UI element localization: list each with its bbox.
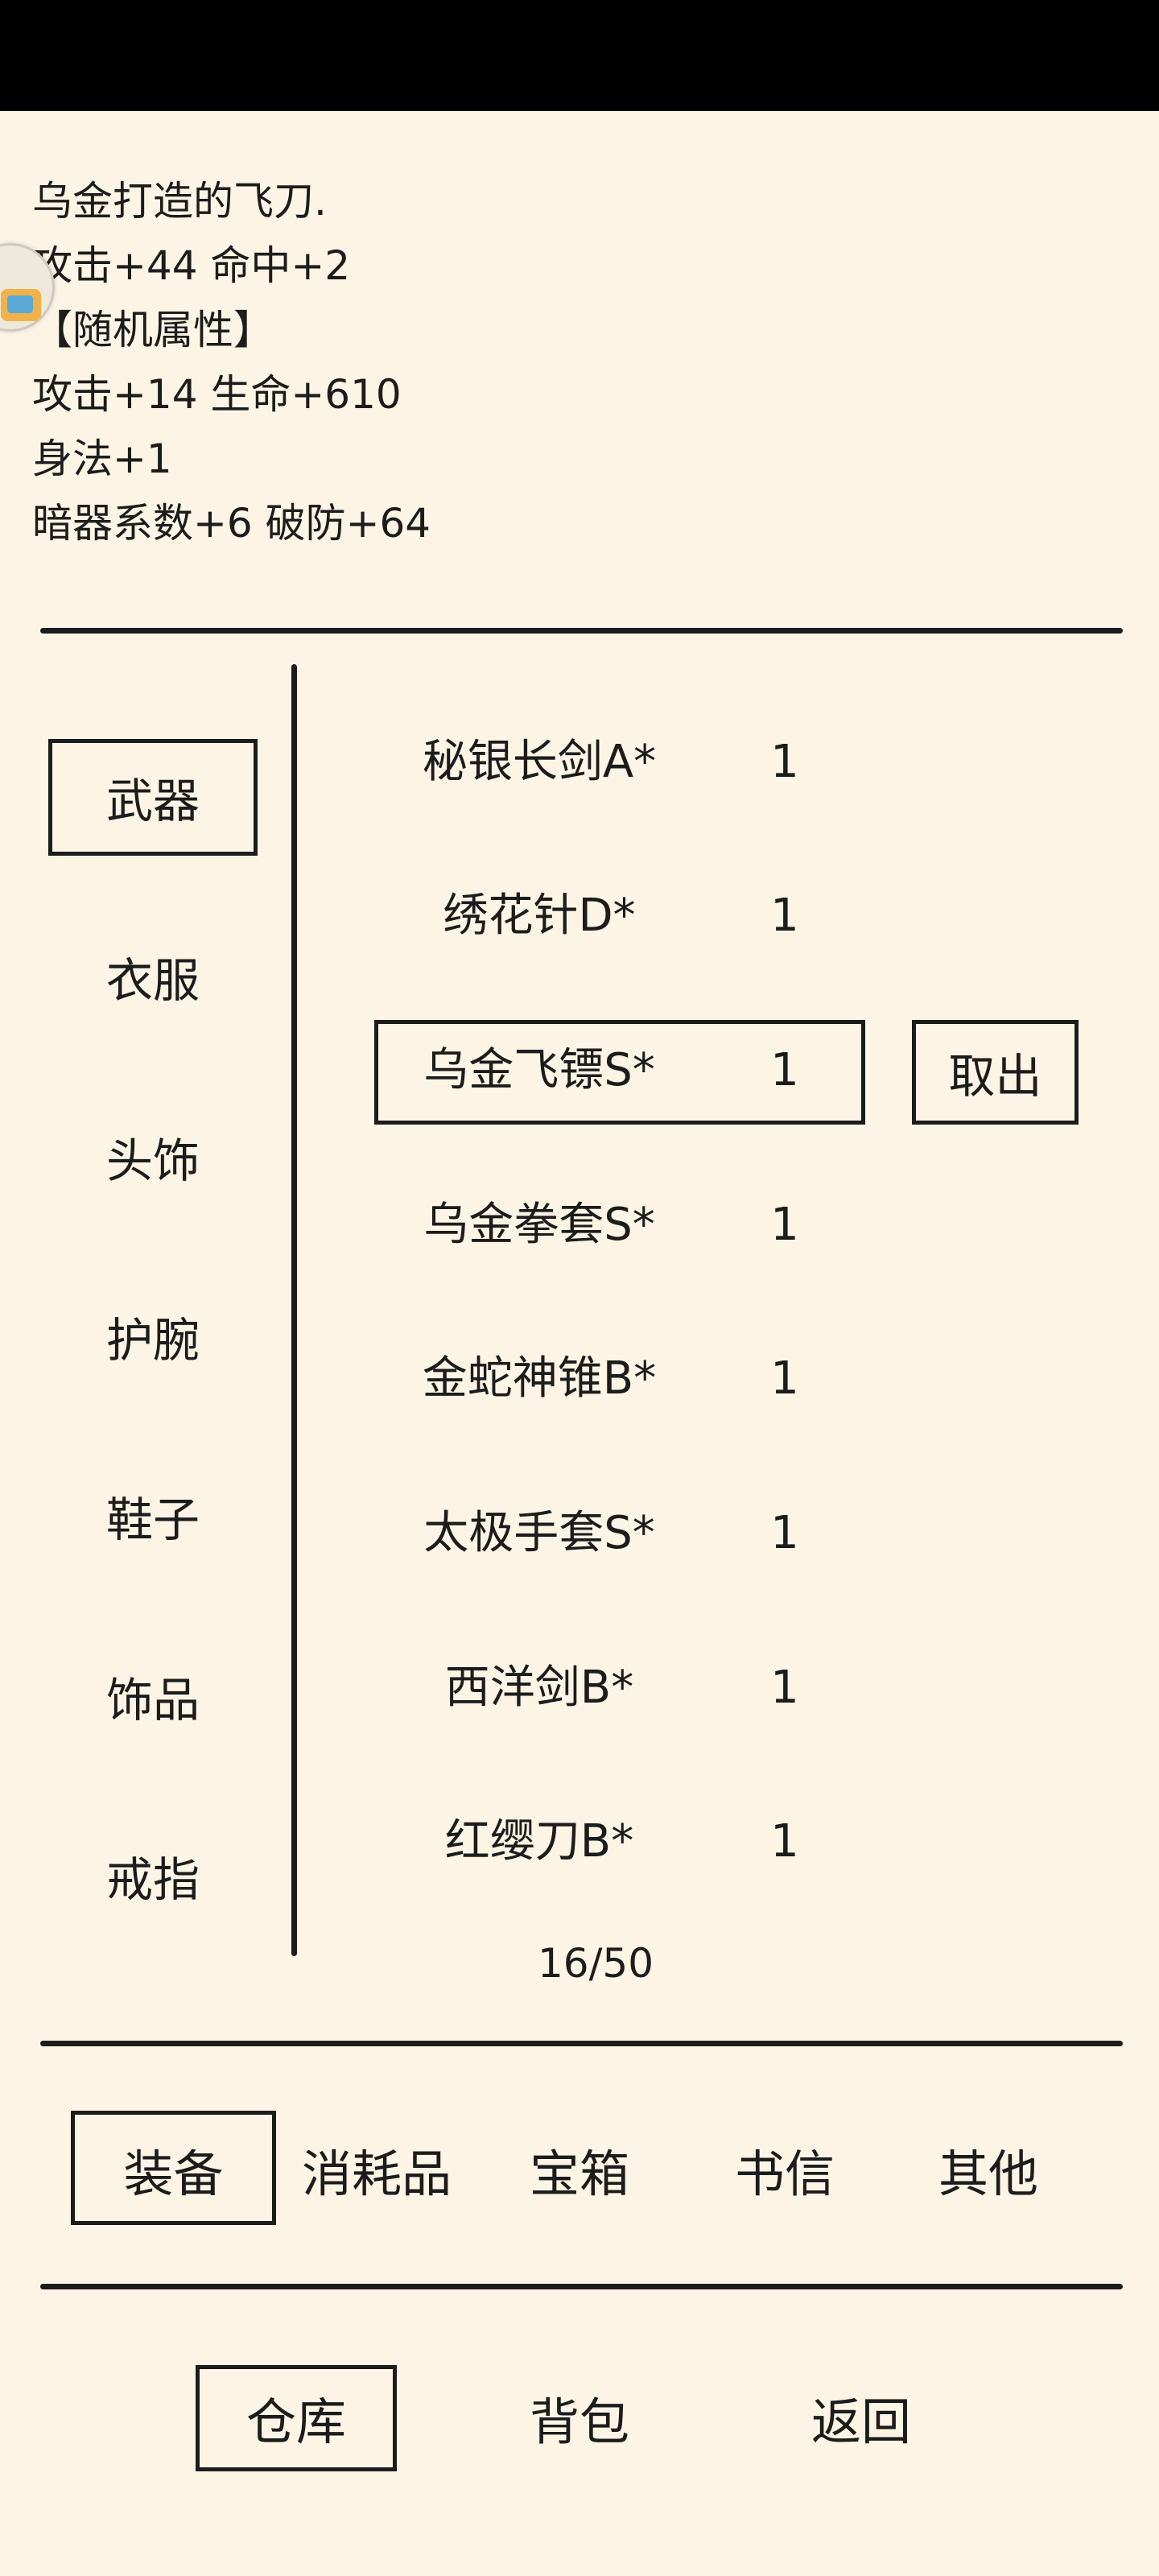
- bottom-nav-selected-frame: [196, 2365, 397, 2471]
- description-line: 身法+1: [32, 436, 172, 482]
- list-item[interactable]: 西洋剑B* 1: [374, 1636, 865, 1740]
- divider-vertical: [291, 664, 297, 1956]
- item-name: 红缨刀B*: [444, 1815, 634, 1868]
- category-weapon[interactable]: 武器: [105, 774, 200, 828]
- item-name: 金蛇神锥B*: [422, 1352, 657, 1405]
- item-quantity: 1: [770, 1662, 799, 1714]
- item-name: 太极手套S*: [423, 1507, 655, 1559]
- tab-chests[interactable]: 宝箱: [529, 2145, 629, 2203]
- category-accessory[interactable]: 饰品: [105, 1673, 200, 1728]
- item-description: 乌金打造的飞刀. 攻击+44 命中+2 【随机属性】 攻击+14 生命+610 …: [32, 169, 431, 555]
- type-tab-selected-frame: [71, 2111, 276, 2225]
- description-line: 攻击+14 生命+610: [32, 371, 402, 418]
- item-name: 秘银长剑A*: [422, 736, 657, 788]
- item-quantity: 1: [770, 1044, 799, 1096]
- take-out-button[interactable]: 取出: [948, 1049, 1042, 1104]
- list-item[interactable]: 金蛇神锥B* 1: [374, 1327, 865, 1431]
- category-selected-frame: [48, 739, 258, 856]
- status-bar: [0, 0, 1159, 111]
- tab-equipment[interactable]: 装备: [123, 2145, 224, 2203]
- item-quantity: 1: [770, 1815, 799, 1868]
- page-count: 16/50: [537, 1940, 654, 1987]
- app-icon: [1, 289, 41, 321]
- item-quantity: 1: [770, 1352, 799, 1405]
- tab-other[interactable]: 其他: [938, 2145, 1038, 2203]
- item-quantity: 1: [770, 1507, 799, 1559]
- divider-middle: [40, 2041, 1123, 2046]
- category-headwear[interactable]: 头饰: [105, 1133, 200, 1188]
- list-item[interactable]: 绣花针D* 1: [374, 864, 865, 968]
- tab-consumables[interactable]: 消耗品: [301, 2145, 452, 2203]
- list-item[interactable]: 红缨刀B* 1: [374, 1790, 865, 1894]
- item-quantity: 1: [770, 736, 799, 788]
- item-name: 绣花针D*: [443, 890, 636, 942]
- list-item[interactable]: 太极手套S* 1: [374, 1481, 865, 1586]
- list-item[interactable]: 秘银长剑A* 1: [374, 710, 865, 815]
- category-bracer[interactable]: 护腕: [105, 1313, 200, 1368]
- item-selected-frame: [374, 1020, 865, 1125]
- divider-bottom: [40, 2284, 1123, 2289]
- tab-letters[interactable]: 书信: [734, 2145, 835, 2203]
- description-line: 【随机属性】: [32, 307, 274, 353]
- warehouse-button[interactable]: 仓库: [245, 2392, 346, 2451]
- item-name: 西洋剑B*: [444, 1662, 634, 1714]
- item-quantity: 1: [770, 1199, 799, 1251]
- item-name: 乌金飞镖S*: [423, 1044, 655, 1096]
- item-name: 乌金拳套S*: [423, 1199, 655, 1251]
- category-clothes[interactable]: 衣服: [105, 953, 200, 1008]
- description-line: 暗器系数+6 破防+64: [32, 500, 431, 547]
- take-out-button-frame: [912, 1020, 1079, 1125]
- category-ring[interactable]: 戒指: [105, 1852, 200, 1907]
- category-shoes[interactable]: 鞋子: [105, 1492, 200, 1547]
- backpack-button[interactable]: 背包: [529, 2392, 629, 2451]
- item-quantity: 1: [770, 890, 799, 942]
- divider-top: [40, 628, 1123, 634]
- description-line: 乌金打造的飞刀.: [32, 178, 327, 225]
- list-item[interactable]: 乌金拳套S* 1: [374, 1173, 865, 1278]
- back-button[interactable]: 返回: [810, 2392, 911, 2451]
- list-item-selected[interactable]: 乌金飞镖S* 1: [374, 1018, 865, 1123]
- description-line: 攻击+44 命中+2: [32, 242, 351, 289]
